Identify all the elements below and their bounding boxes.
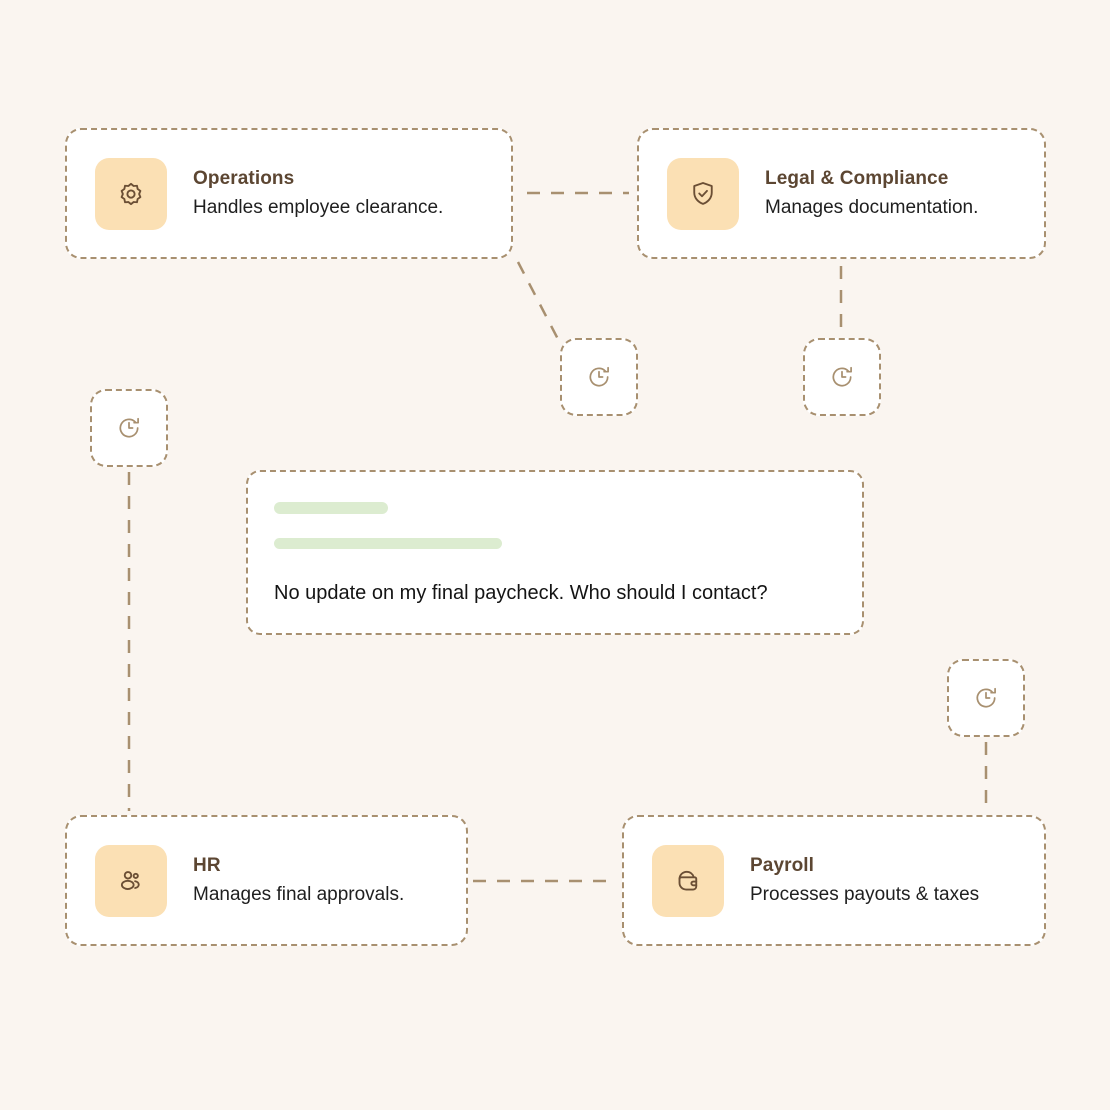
employee-question-text: No update on my final paycheck. Who shou…: [274, 582, 768, 604]
payroll-description: Processes payouts & taxes: [750, 883, 980, 905]
legal-compliance-icon-tile: [667, 157, 739, 230]
legal-compliance-description: Manages documentation.: [765, 196, 979, 218]
employee-question-card[interactable]: No update on my final paycheck. Who shou…: [246, 470, 864, 635]
shield-check-icon: [693, 181, 713, 205]
history-node-right-top[interactable]: [803, 338, 881, 416]
history-node-left[interactable]: [90, 389, 168, 467]
hr-icon-tile: [95, 844, 167, 917]
clock-rotate-icon: [832, 366, 852, 387]
clock-rotate-icon: [589, 366, 609, 387]
hr-title: HR: [193, 854, 221, 876]
legal-compliance-text-block: Legal & Compliance Manages documentation…: [765, 166, 978, 221]
payroll-title: Payroll: [750, 854, 815, 876]
payroll-icon-tile: [652, 844, 724, 917]
operations-icon-tile: [95, 157, 167, 230]
clock-rotate-icon: [119, 417, 139, 438]
operations-description: Handles employee clearance.: [193, 196, 444, 218]
settings-flower-icon: [120, 182, 142, 205]
operations-text-block: Operations Handles employee clearance.: [193, 166, 443, 221]
skeleton-line-long: [274, 537, 502, 549]
hr-text-block: HR Manages final approvals.: [193, 853, 404, 908]
payroll-text-block: Payroll Processes payouts & taxes: [750, 853, 979, 908]
hr-description: Manages final approvals.: [193, 883, 405, 905]
clock-rotate-icon: [976, 687, 996, 708]
wallet-icon: [678, 870, 698, 890]
department-card-hr[interactable]: HR Manages final approvals.: [65, 815, 468, 946]
history-node-right-bottom[interactable]: [947, 659, 1025, 737]
operations-title: Operations: [193, 167, 295, 189]
skeleton-line-short: [274, 502, 388, 514]
department-card-legal-compliance[interactable]: Legal & Compliance Manages documentation…: [637, 128, 1046, 259]
legal-compliance-title: Legal & Compliance: [765, 167, 949, 189]
history-node-center[interactable]: [560, 338, 638, 416]
users-icon: [120, 870, 140, 890]
department-card-payroll[interactable]: Payroll Processes payouts & taxes: [622, 815, 1046, 946]
department-card-operations[interactable]: Operations Handles employee clearance.: [65, 128, 513, 259]
connector-operations-to-history-center: [516, 261, 563, 346]
